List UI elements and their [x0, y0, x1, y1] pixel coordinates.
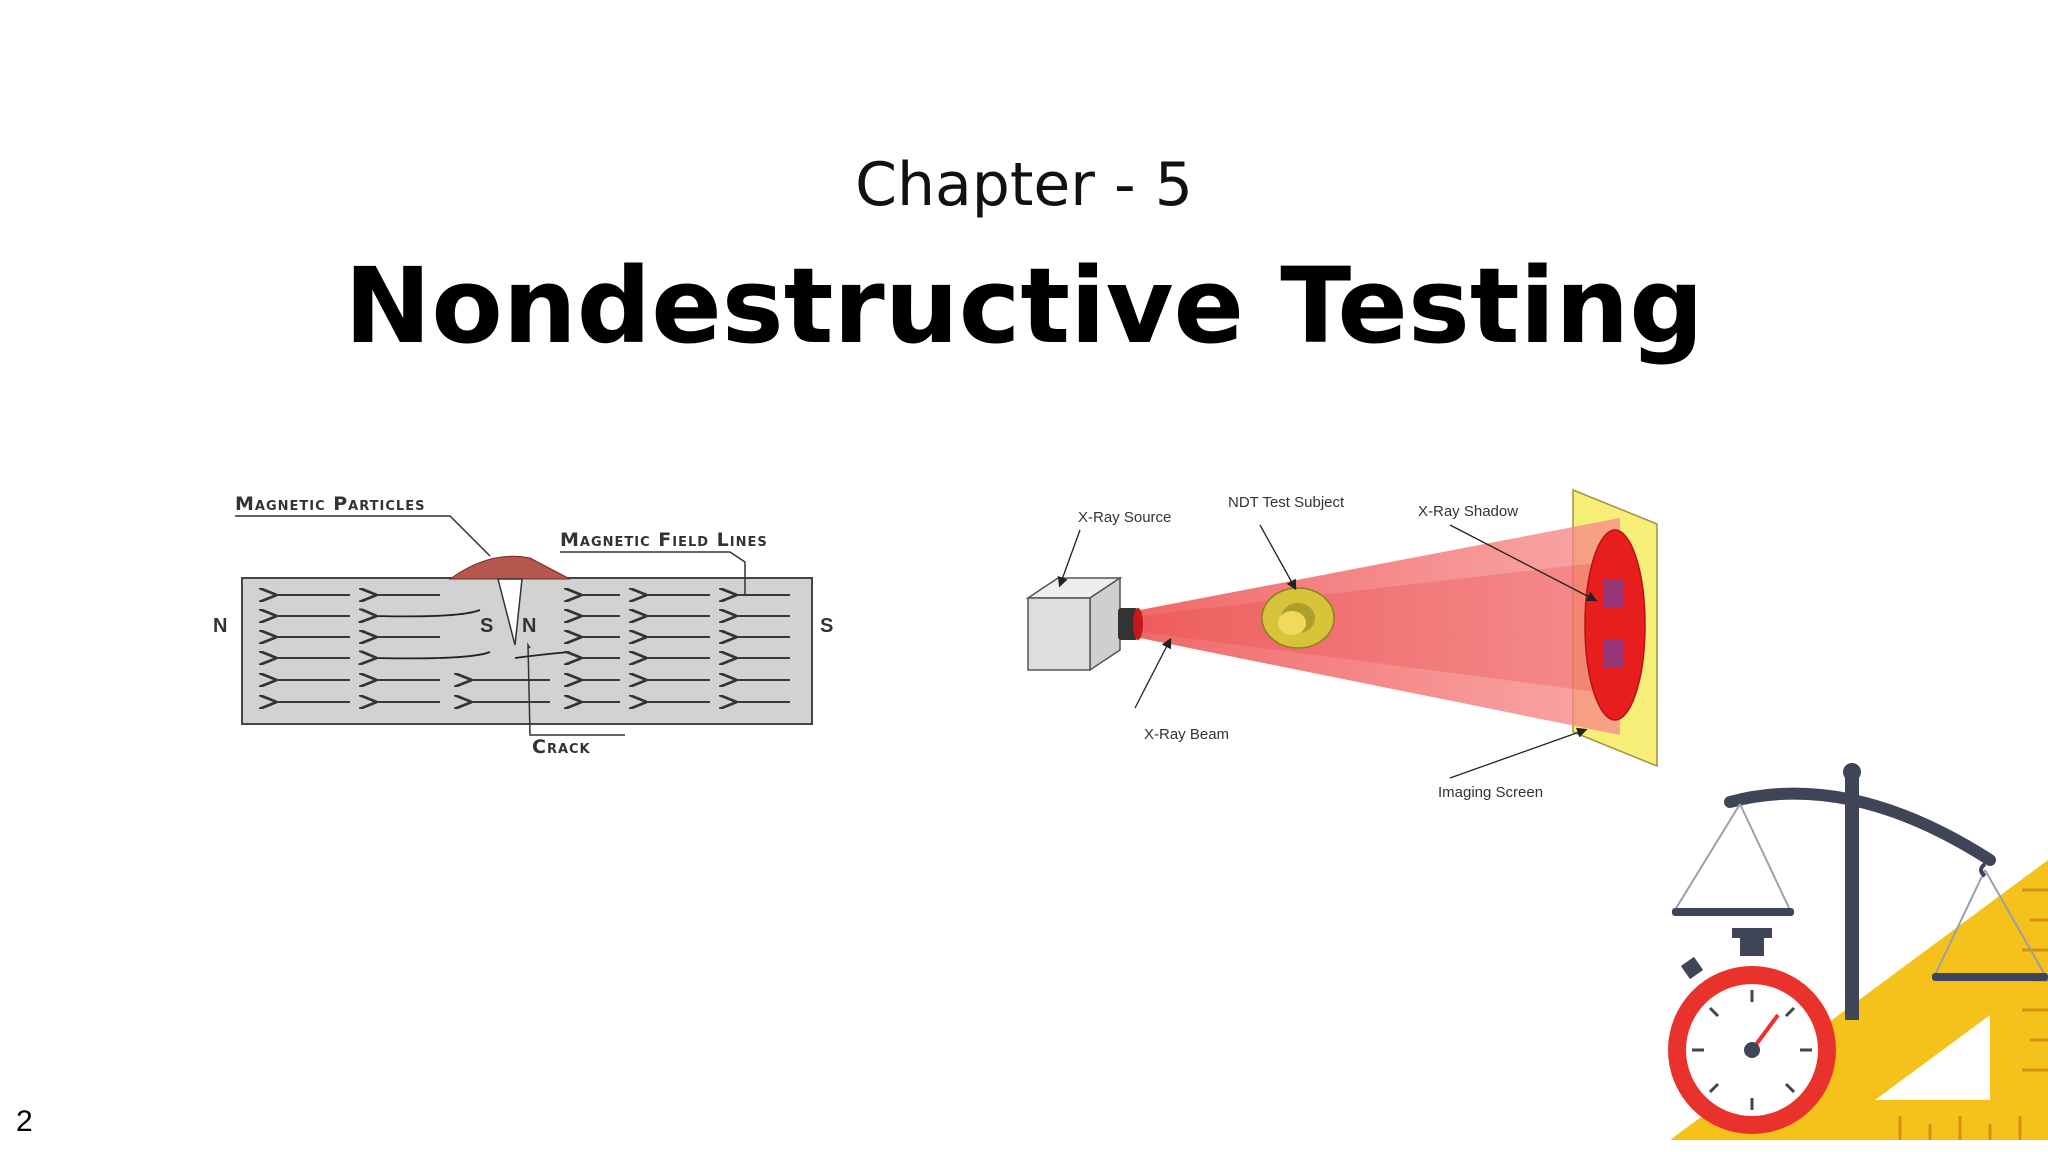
xray-beam-label: X-Ray Beam	[1144, 726, 1229, 743]
magnetic-field-lines-label: Magnetic Field Lines	[560, 529, 768, 551]
scale-icon	[1672, 763, 2048, 1020]
page-number: 2	[16, 1105, 33, 1138]
crack-shape	[497, 578, 523, 646]
xray-source-box	[1027, 597, 1091, 671]
xray-shadow-label: X-Ray Shadow	[1418, 503, 1518, 520]
chapter-subtitle: Chapter - 5	[855, 150, 1193, 220]
south-pole-label: S	[820, 615, 833, 637]
ndt-test-subject	[1261, 587, 1335, 649]
stopwatch-icon	[1668, 928, 1836, 1134]
magnetic-particle-diagram: Magnetic Particles Magnetic Field Lines …	[213, 493, 833, 758]
imaging-screen-label: Imaging Screen	[1438, 784, 1543, 801]
crack-label: Crack	[532, 736, 591, 758]
magnet-bar	[241, 577, 813, 725]
magnetic-particles-pile	[448, 555, 571, 580]
leader-lines	[235, 515, 746, 736]
xray-shadow	[1584, 529, 1646, 721]
crack-north-pole-label: N	[522, 615, 536, 637]
ndt-test-subject-label: NDT Test Subject	[1228, 494, 1345, 511]
slide-title: Nondestructive Testing	[344, 245, 1704, 367]
north-pole-label: N	[213, 615, 227, 637]
xray-source-label: X-Ray Source	[1078, 509, 1171, 526]
crack-south-pole-label: S	[480, 615, 493, 637]
measurement-illustration	[1668, 763, 2048, 1140]
magnetic-particles-label: Magnetic Particles	[235, 493, 425, 515]
xray-beam	[1140, 518, 1620, 735]
magnetic-field-lines	[275, 595, 790, 702]
xray-diagram: X-Ray Source NDT Test Subject X-Ray Shad…	[1025, 488, 1658, 801]
